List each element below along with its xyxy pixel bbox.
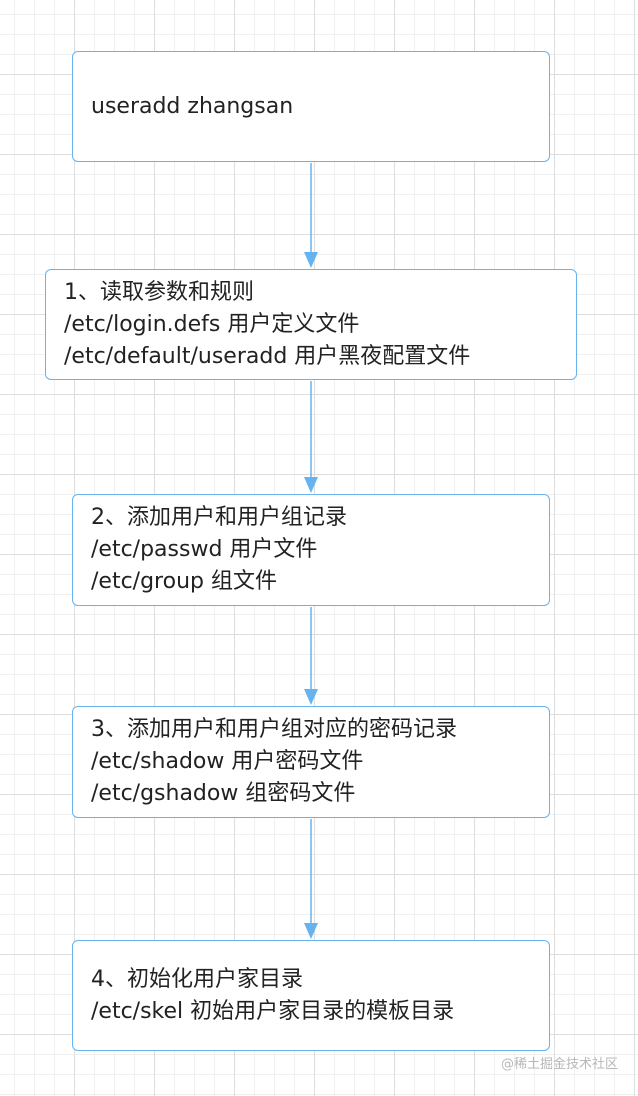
connector-1	[304, 163, 318, 268]
arrowhead	[304, 477, 318, 493]
connector-3	[304, 607, 318, 705]
step-line: /etc/skel 初始用户家目录的模板目录	[91, 998, 455, 1024]
step-command-box: useradd zhangsan	[72, 51, 550, 162]
step-2-box: 2、添加用户和用户组记录 /etc/passwd 用户文件 /etc/group…	[72, 494, 550, 606]
connector-2	[304, 381, 318, 493]
step-line: /etc/gshadow 组密码文件	[91, 781, 356, 806]
step-line: /etc/passwd 用户文件	[91, 537, 318, 562]
step-4-box: 4、初始化用户家目录 /etc/skel 初始用户家目录的模板目录	[72, 940, 550, 1051]
step-line: /etc/shadow 用户密码文件	[91, 749, 364, 774]
step-line: /etc/login.defs 用户定义文件	[64, 311, 360, 337]
watermark-text: @稀土掘金技术社区	[500, 1057, 618, 1072]
step-line: 1、读取参数和规则	[64, 279, 254, 305]
arrowhead	[304, 689, 318, 705]
step-line: 3、添加用户和用户组对应的密码记录	[91, 717, 457, 742]
step-line: /etc/default/useradd 用户黑夜配置文件	[64, 343, 471, 369]
step-3-box: 3、添加用户和用户组对应的密码记录 /etc/shadow 用户密码文件 /et…	[72, 706, 550, 818]
connector-4	[304, 819, 318, 939]
step-line: useradd zhangsan	[91, 93, 294, 119]
step-line: 4、初始化用户家目录	[91, 966, 303, 992]
step-line: /etc/group 组文件	[91, 569, 277, 594]
step-1-box: 1、读取参数和规则 /etc/login.defs 用户定义文件 /etc/de…	[45, 269, 577, 380]
arrowhead	[304, 923, 318, 939]
step-line: 2、添加用户和用户组记录	[91, 505, 347, 530]
arrowhead	[304, 252, 318, 268]
